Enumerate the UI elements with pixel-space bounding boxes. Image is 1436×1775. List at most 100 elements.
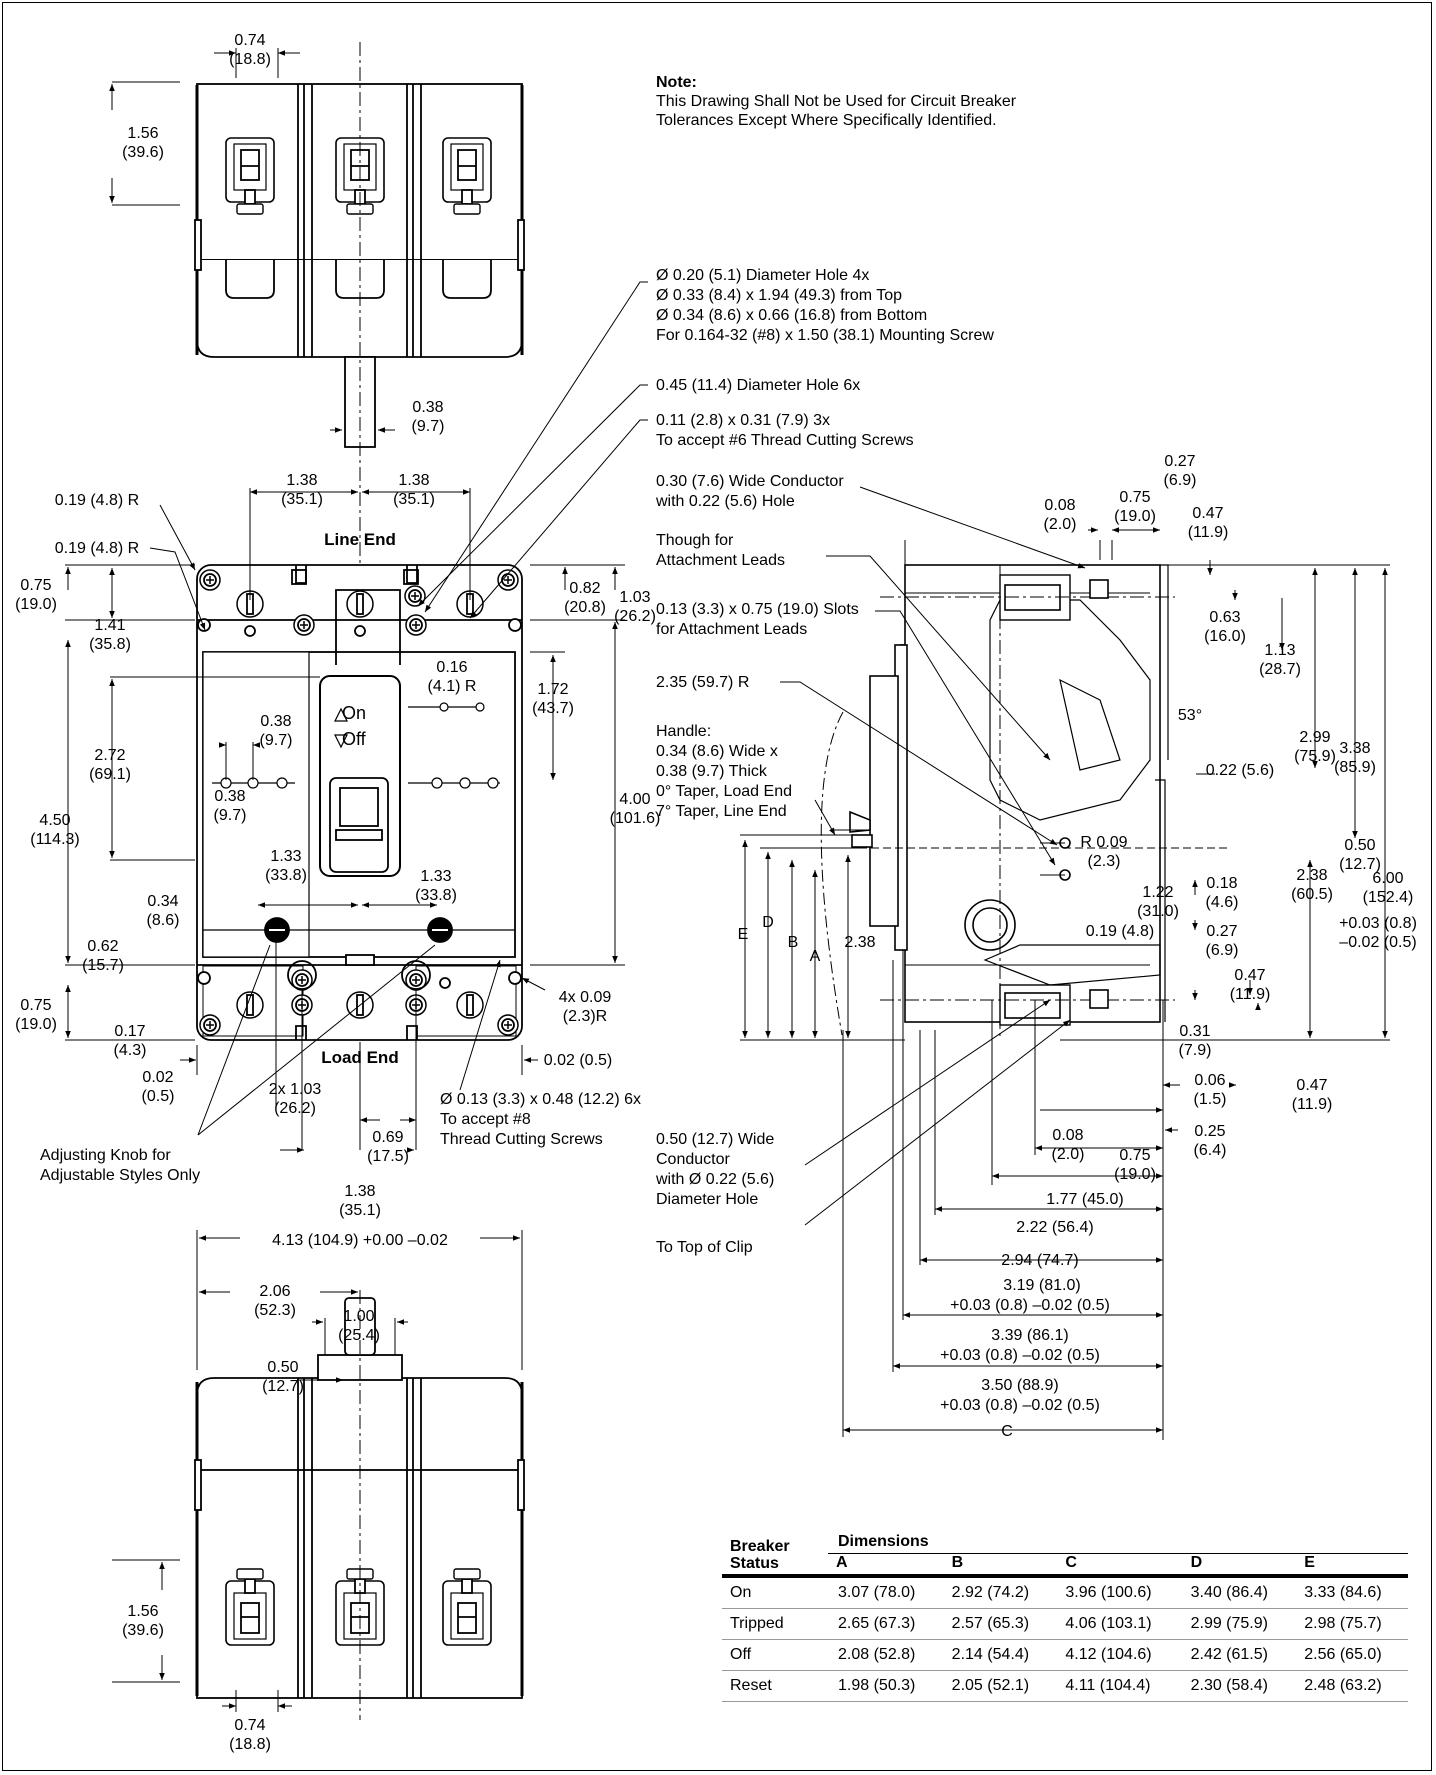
dim-600: 6.00 <box>1372 870 1403 887</box>
dim-022: 0.22 (5.6) <box>1206 762 1274 779</box>
dim-069-mm: (17.5) <box>367 1148 409 1165</box>
dim-038-pitch: 0.38 <box>260 713 291 730</box>
dim-038-shaft: 0.38 <box>412 399 443 416</box>
dim-047-bot: 0.47 <box>1296 1077 1327 1094</box>
fourx009: 4x 0.09 <box>559 989 612 1006</box>
dim-177: 1.77 (45.0) <box>1046 1191 1123 1208</box>
dim-172-mm: (43.7) <box>532 700 574 717</box>
row-status: Off <box>722 1639 828 1671</box>
dim-025: 0.25 <box>1194 1123 1225 1140</box>
dim-075-bot-side-mm: (19.0) <box>1114 1166 1156 1183</box>
dim-050: 0.50 <box>267 1359 298 1376</box>
dim-018-mm: (4.6) <box>1206 894 1239 911</box>
dim-c: C <box>1001 1423 1013 1440</box>
col-b: B <box>941 1553 1056 1578</box>
callout-handle-4: 0° Taper, Load End <box>656 783 792 800</box>
dim-450: 4.50 <box>39 812 70 829</box>
off-label: Off <box>342 729 367 749</box>
col-a: A <box>828 1553 942 1578</box>
dim-019-side: 0.19 (4.8) <box>1086 923 1154 940</box>
cell: 3.07 (78.0) <box>828 1576 942 1609</box>
dim-062-mm: (15.7) <box>82 957 124 974</box>
dim-050-side: 0.50 <box>1344 837 1375 854</box>
dim-017-mm: (4.3) <box>114 1042 147 1059</box>
cell: 2.14 (54.4) <box>941 1639 1056 1671</box>
dim-400-mm: (101.6) <box>610 810 661 827</box>
cell: 2.99 (75.9) <box>1180 1608 1295 1640</box>
dim-075-side-mm: (19.0) <box>1114 508 1156 525</box>
dim-034: 0.34 <box>147 893 178 910</box>
table-row: Off 2.08 (52.8) 2.14 (54.4) 4.12 (104.6)… <box>722 1639 1408 1671</box>
fourx009-2: (2.3)R <box>563 1008 607 1025</box>
dim-038-shaft-mm: (9.7) <box>412 418 445 435</box>
dim-027-top-mm: (6.9) <box>1164 472 1197 489</box>
callout-slots-1: 0.13 (3.3) x 0.75 (19.0) Slots <box>656 601 859 618</box>
callout-handle-2: 0.34 (8.6) Wide x <box>656 743 778 760</box>
dim-075-bot-mm: (19.0) <box>15 1016 57 1033</box>
dim-008-bot: 0.08 <box>1052 1127 1083 1144</box>
cell: 4.06 (103.1) <box>1055 1608 1181 1640</box>
callout-handle-3: 0.38 (9.7) Thick <box>656 763 768 780</box>
dim-002-left-mm: (0.5) <box>142 1088 175 1105</box>
note-line-2: Tolerances Except Where Specifically Ide… <box>656 112 997 129</box>
col-c: C <box>1055 1553 1181 1578</box>
dim-100-mm: (25.4) <box>338 1327 380 1344</box>
dim-138-bot: 1.38 <box>344 1183 375 1200</box>
dim-2x103: 2x 1.03 <box>269 1081 322 1098</box>
row-status: Reset <box>722 1670 828 1702</box>
cell: 2.42 (61.5) <box>1180 1639 1295 1671</box>
table-row: On 3.07 (78.0) 2.92 (74.2) 3.96 (100.6) … <box>722 1576 1408 1609</box>
callout-screw6x-1: Ø 0.13 (3.3) x 0.48 (12.2) 6x <box>440 1091 641 1108</box>
dim-122: 1.22 <box>1142 884 1173 901</box>
dim-047-top-mm: (11.9) <box>1188 524 1229 541</box>
cell: 2.65 (67.3) <box>828 1608 942 1640</box>
dim-350: 3.50 (88.9) <box>981 1377 1058 1394</box>
dim-047-mid: 0.47 <box>1234 967 1265 984</box>
dim-027-top: 0.27 <box>1164 453 1195 470</box>
dim-222: 2.22 (56.4) <box>1016 1219 1093 1236</box>
dim-413: 4.13 (104.9) +0.00 –0.02 <box>272 1232 448 1249</box>
dim-e: E <box>738 926 749 943</box>
table-corner: Breaker Status <box>722 1533 828 1578</box>
cell: 2.08 (52.8) <box>828 1639 942 1671</box>
callout-though-2: Attachment Leads <box>656 552 785 569</box>
cell: 2.30 (58.4) <box>1180 1670 1295 1702</box>
dim-074-top-mm: (18.8) <box>229 51 271 68</box>
table-row: Reset 1.98 (50.3) 2.05 (52.1) 4.11 (104.… <box>722 1670 1408 1702</box>
dim-008-top-mm: (2.0) <box>1044 516 1077 533</box>
col-d: D <box>1180 1553 1295 1578</box>
dim-138-left: 1.38 <box>286 472 317 489</box>
table-corner-1: Breaker <box>730 1538 790 1555</box>
dim-133-left: 1.33 <box>270 848 301 865</box>
line-end-label: Line End <box>324 530 396 549</box>
dim-074-top: 0.74 <box>234 32 265 49</box>
callout-screw6x-3: Thread Cutting Screws <box>440 1131 603 1148</box>
callout-cond2-1: 0.50 (12.7) Wide <box>656 1131 774 1148</box>
dim-025-mm: (6.4) <box>1194 1142 1227 1159</box>
dim-156-bot: 1.56 <box>127 1603 158 1620</box>
dim-063: 0.63 <box>1209 609 1240 626</box>
dim-002-right: 0.02 (0.5) <box>544 1052 612 1069</box>
tol-minus: –0.02 (0.5) <box>1339 934 1416 951</box>
side-view <box>820 540 1230 1040</box>
dim-075-top: 0.75 <box>20 577 51 594</box>
dim-350-tol: +0.03 (0.8) –0.02 (0.5) <box>940 1397 1100 1414</box>
r009-mm: (2.3) <box>1088 853 1121 870</box>
callout-slots-2: for Attachment Leads <box>656 621 807 638</box>
dim-019r-1: 0.19 (4.8) R <box>55 492 139 509</box>
cell: 4.12 (104.6) <box>1055 1639 1181 1671</box>
dim-138-left-mm: (35.1) <box>281 491 323 508</box>
dim-016: 0.16 <box>436 659 467 676</box>
callout-hole6x: 0.45 (11.4) Diameter Hole 6x <box>656 377 860 394</box>
dim-075-top-mm: (19.0) <box>15 596 57 613</box>
dim-450-mm: (114.3) <box>30 831 80 848</box>
dim-034-mm: (8.6) <box>147 912 180 929</box>
dim-122-mm: (31.0) <box>1137 903 1179 920</box>
dim-047-top: 0.47 <box>1192 505 1223 522</box>
callout-radius: 2.35 (59.7) R <box>656 674 749 691</box>
note: Note: This Drawing Shall Not be Used for… <box>656 73 1016 130</box>
dim-017: 0.17 <box>114 1023 145 1040</box>
dim-299: 2.99 <box>1299 729 1330 746</box>
dim-133-left-mm: (33.8) <box>265 867 307 884</box>
